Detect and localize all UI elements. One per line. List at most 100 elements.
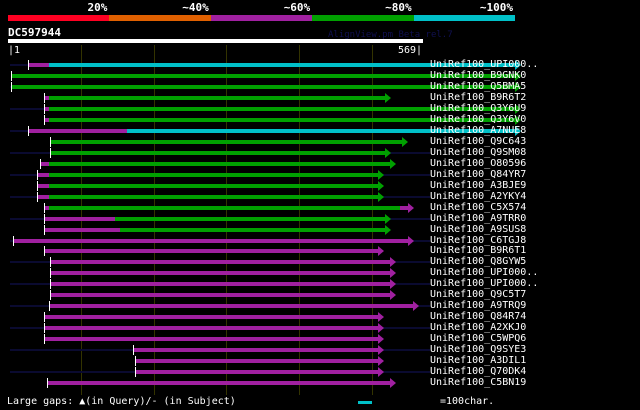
alignment-segment (36, 194, 50, 199)
hit-label[interactable]: UniRef100_B9R6T1 (430, 245, 527, 257)
identity-label: ~80% (385, 1, 412, 14)
start-tick (44, 334, 46, 345)
hit-label[interactable]: UniRef100_UPI000.. (430, 267, 539, 279)
alignment-segment (44, 227, 121, 232)
start-tick (47, 378, 49, 389)
start-tick (49, 257, 51, 268)
alignment-segment (44, 216, 116, 221)
hit-label[interactable]: UniRef100_A9SUS8 (430, 223, 527, 235)
identity-segment (312, 15, 414, 21)
arrow-end-icon (378, 345, 385, 356)
alignment-segment (44, 337, 379, 342)
start-tick (44, 92, 46, 103)
hit-label[interactable]: UniRef100_A9TRQ9 (430, 300, 527, 312)
hit-label[interactable]: UniRef100_C5X574 (430, 201, 527, 213)
hit-label[interactable]: UniRef100_A9TRR0 (430, 212, 527, 224)
identity-segment (8, 15, 110, 21)
alignment-segment (126, 128, 516, 133)
identity-label: 20% (87, 1, 108, 14)
query-end-label: 569| (398, 45, 423, 56)
start-tick (134, 367, 136, 378)
hit-label[interactable]: UniRef100_Q70DK4 (430, 366, 527, 378)
alignment-segment (49, 161, 390, 166)
identity-segment (413, 15, 515, 21)
arrow-end-icon (378, 334, 385, 345)
start-tick (49, 268, 51, 279)
alignment-segment (132, 348, 379, 353)
alignment-segment (120, 227, 385, 232)
hit-label[interactable]: UniRef100_A3BJE9 (430, 179, 527, 191)
start-tick (28, 125, 30, 136)
hit-label[interactable]: UniRef100_Q9C5T7 (430, 289, 527, 301)
arrow-end-icon (407, 202, 414, 213)
hit-label[interactable]: UniRef100_C5WPQ6 (430, 333, 527, 345)
hit-label[interactable]: UniRef100_UPI000.. (430, 59, 539, 70)
identity-label: ~40% (182, 1, 209, 14)
hit-label[interactable]: UniRef100_Q3Y6U9 (430, 102, 527, 114)
start-tick (49, 279, 51, 290)
hit-label[interactable]: UniRef100_Q8GYW5 (430, 256, 527, 268)
start-tick (49, 147, 51, 158)
hit-label[interactable]: UniRef100_Q9SYE3 (430, 344, 527, 356)
arrow-end-icon (384, 92, 391, 103)
scale-legend: =100char. (440, 396, 495, 407)
alignment-segment (49, 63, 516, 67)
hit-label[interactable]: UniRef100_UPI000.. (430, 278, 539, 290)
start-tick (44, 246, 46, 257)
arrow-end-icon (389, 378, 396, 389)
hit-label[interactable]: UniRef100_A2YKY4 (430, 190, 527, 202)
alignment-segment (49, 139, 403, 144)
identity-segment (210, 15, 313, 21)
arrow-end-icon (384, 147, 391, 158)
alignment-segment (49, 172, 379, 177)
alignment-segment (49, 106, 516, 111)
hit-label[interactable]: UniRef100_Q84R74 (430, 311, 527, 323)
hit-label[interactable]: UniRef100_Q9C643 (430, 135, 527, 147)
alignment-segment (44, 205, 50, 210)
alignment-segment (44, 249, 379, 254)
arrow-end-icon (515, 60, 522, 70)
start-tick (10, 70, 12, 81)
hit-label[interactable]: UniRef100_Q5BMA5 (430, 80, 527, 92)
alignment-segment (49, 194, 379, 199)
alignment-segment (44, 315, 379, 320)
arrow-end-icon (402, 136, 409, 147)
alignment-segment (10, 84, 516, 89)
hit-label[interactable]: UniRef100_O80596 (430, 157, 527, 169)
alignment-segment (44, 326, 379, 331)
start-tick (10, 81, 12, 92)
arrow-end-icon (378, 356, 385, 367)
alignment-segment (49, 293, 390, 298)
alignment-segment (44, 106, 50, 111)
start-tick (132, 345, 134, 356)
alignment-segment (49, 271, 390, 276)
hit-label[interactable]: UniRef100_A3DIL1 (430, 355, 527, 367)
arrow-end-icon (378, 312, 385, 323)
alignment-segment (49, 117, 516, 122)
start-tick (49, 290, 51, 301)
hit-label[interactable]: UniRef100_C5BN19 (430, 377, 527, 389)
hit-label[interactable]: UniRef100_Q3Y6V0 (430, 113, 527, 125)
arrow-end-icon (389, 158, 396, 169)
hit-label[interactable]: UniRef100_B9R6T2 (430, 91, 527, 103)
identity-label: ~60% (283, 1, 311, 14)
start-tick (44, 323, 46, 334)
start-tick (49, 136, 51, 147)
hit-label[interactable]: UniRef100_Q84YR7 (430, 168, 527, 180)
hit-label[interactable]: UniRef100_Q9SM08 (430, 146, 527, 158)
alignment-segment (115, 216, 385, 221)
hit-label[interactable]: UniRef100_B9GNK0 (430, 69, 527, 81)
alignment-segment (49, 260, 390, 265)
alignment-segment (36, 172, 50, 177)
start-tick (36, 191, 38, 202)
start-tick (134, 356, 136, 367)
start-tick (39, 158, 41, 169)
start-tick (44, 213, 46, 224)
gap-legend: Large gaps: ▲(in Query)/- (in Subject) (7, 396, 236, 407)
alignment-segment (44, 95, 50, 100)
start-tick (44, 114, 46, 125)
hit-label[interactable]: UniRef100_C6TGJ8 (430, 234, 527, 246)
hit-label[interactable]: UniRef100_A7NUE8 (430, 124, 527, 136)
start-tick (44, 312, 46, 323)
hit-label[interactable]: UniRef100_A2XKJ0 (430, 322, 527, 334)
